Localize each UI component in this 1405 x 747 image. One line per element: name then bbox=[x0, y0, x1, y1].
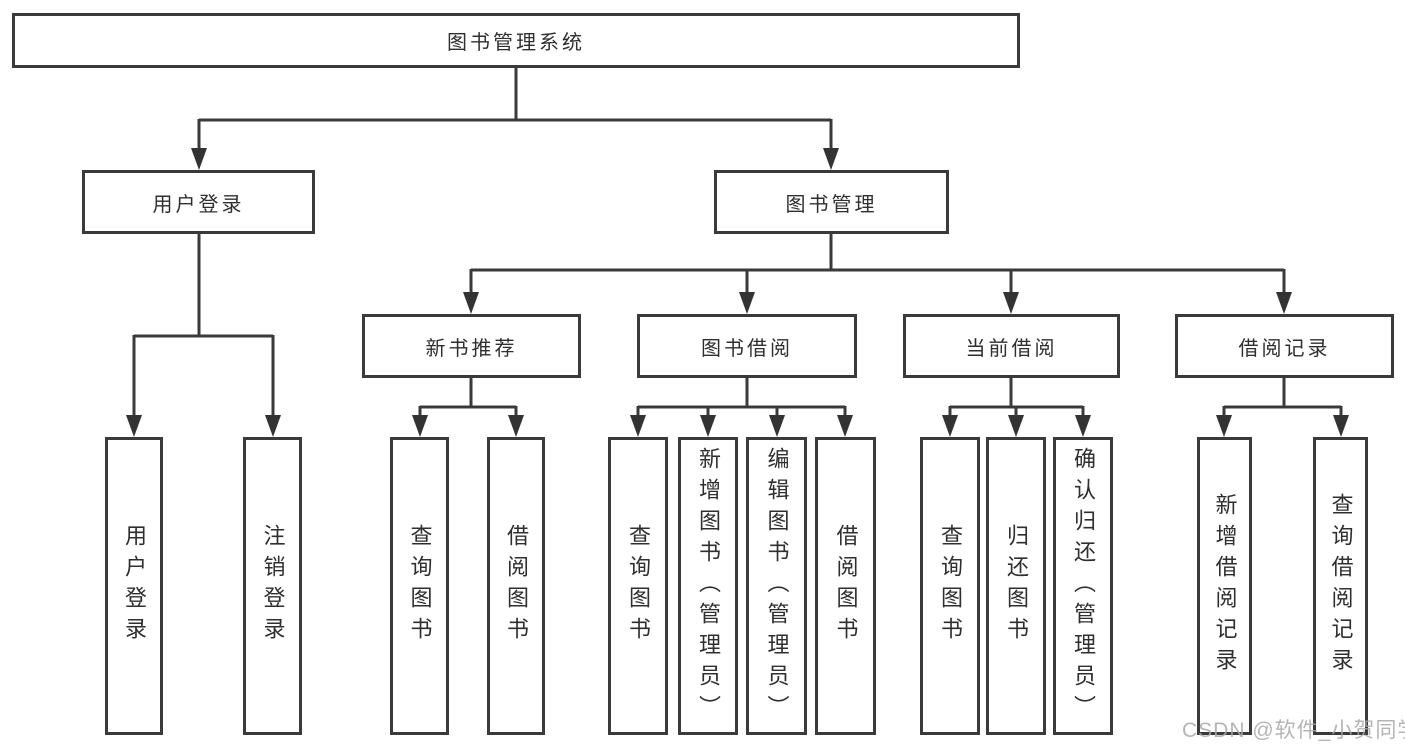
leaf-query-books: 查询图书 bbox=[920, 437, 980, 735]
leaf-query-books: 查询图书 bbox=[608, 437, 668, 735]
node-book-borrowing: 图书借阅 bbox=[637, 314, 857, 378]
node-book-management: 图书管理 bbox=[714, 170, 949, 234]
node-borrow-records: 借阅记录 bbox=[1175, 314, 1394, 378]
node-label: 用户登录 bbox=[152, 193, 245, 216]
node-new-book-recommend: 新书推荐 bbox=[362, 314, 581, 378]
node-label: 图书管理 bbox=[785, 193, 878, 216]
node-label: 当前借阅 bbox=[965, 337, 1058, 360]
leaf-label: 用户登录 bbox=[122, 524, 147, 648]
leaf-add-borrow-record: 新增借阅记录 bbox=[1197, 437, 1252, 735]
leaf-label: 借阅图书 bbox=[504, 524, 529, 648]
node-current-borrowing: 当前借阅 bbox=[903, 314, 1120, 378]
leaf-add-book-admin: 新增图书（管理员） bbox=[678, 437, 738, 735]
leaf-label: 新增图书（管理员） bbox=[696, 446, 721, 726]
node-label: 图书借阅 bbox=[701, 337, 793, 360]
node-label: 新书推荐 bbox=[425, 337, 518, 360]
leaf-return-books: 归还图书 bbox=[986, 437, 1046, 735]
leaf-borrow-books: 借阅图书 bbox=[487, 437, 545, 735]
node-library-management-system: 图书管理系统 bbox=[12, 13, 1020, 68]
leaf-label: 新增借阅记录 bbox=[1212, 493, 1238, 679]
leaf-label: 查询图书 bbox=[938, 524, 963, 648]
leaf-query-borrow-record: 查询借阅记录 bbox=[1313, 437, 1368, 735]
leaf-label: 查询图书 bbox=[626, 524, 651, 648]
leaf-edit-book-admin: 编辑图书（管理员） bbox=[746, 437, 807, 735]
node-label: 图书管理系统 bbox=[447, 32, 585, 54]
leaf-label: 归还图书 bbox=[1004, 524, 1029, 648]
node-label: 借阅记录 bbox=[1238, 337, 1331, 360]
node-user-login: 用户登录 bbox=[82, 170, 315, 234]
leaf-user-login: 用户登录 bbox=[105, 437, 163, 735]
leaf-confirm-return-admin: 确认归还（管理员） bbox=[1053, 437, 1113, 735]
leaf-label: 借阅图书 bbox=[833, 524, 859, 648]
leaf-query-books: 查询图书 bbox=[390, 437, 449, 735]
leaf-label: 注销登录 bbox=[260, 524, 286, 648]
leaf-borrow-books: 借阅图书 bbox=[815, 437, 876, 735]
leaf-label: 编辑图书（管理员） bbox=[764, 446, 790, 726]
leaf-logout: 注销登录 bbox=[243, 437, 302, 735]
leaf-label: 确认归还（管理员） bbox=[1071, 446, 1096, 726]
leaf-label: 查询图书 bbox=[407, 524, 433, 648]
leaf-label: 查询借阅记录 bbox=[1328, 493, 1354, 679]
